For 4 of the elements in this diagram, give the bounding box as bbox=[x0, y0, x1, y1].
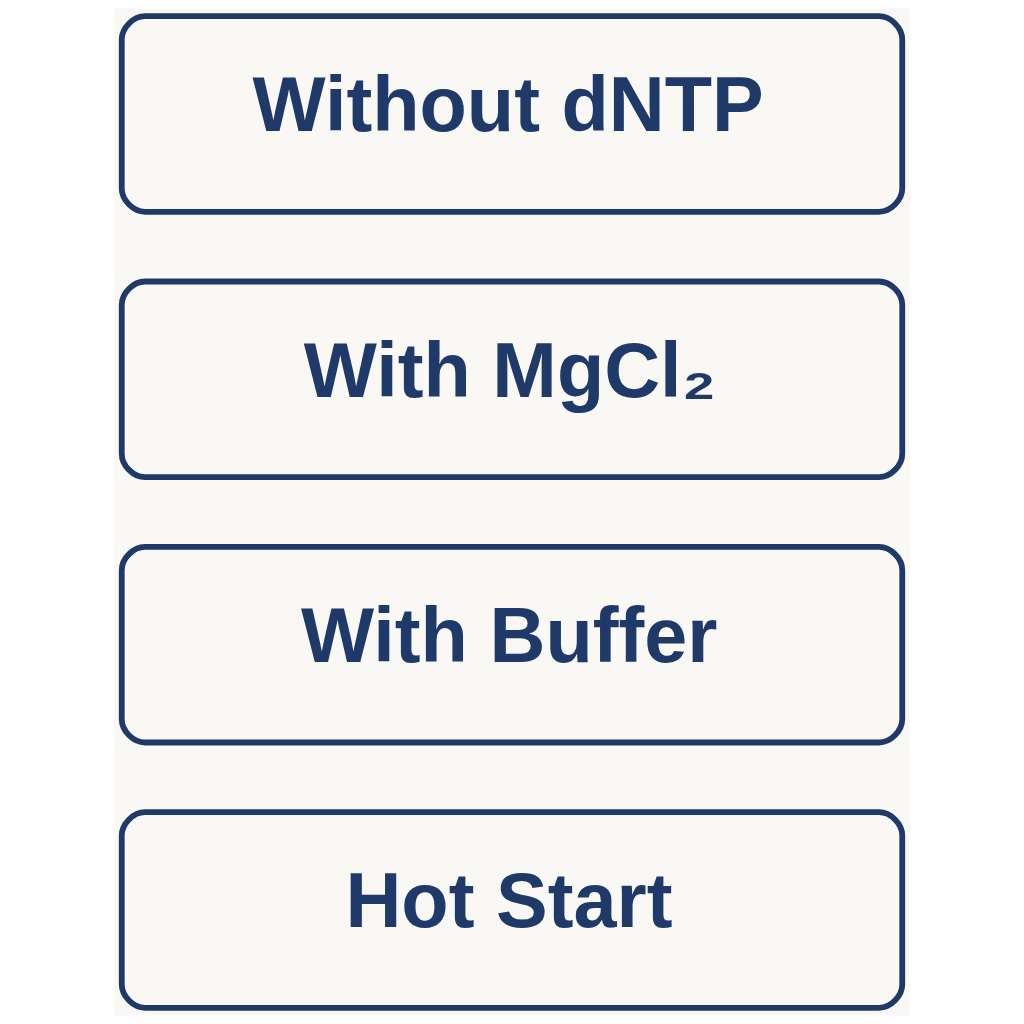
node-box: Hot Start bbox=[118, 809, 906, 1011]
node-box: With Buffer bbox=[118, 543, 906, 746]
node-box: Without dNTP bbox=[118, 13, 906, 215]
node-box: With MgCl₂ bbox=[118, 278, 906, 481]
